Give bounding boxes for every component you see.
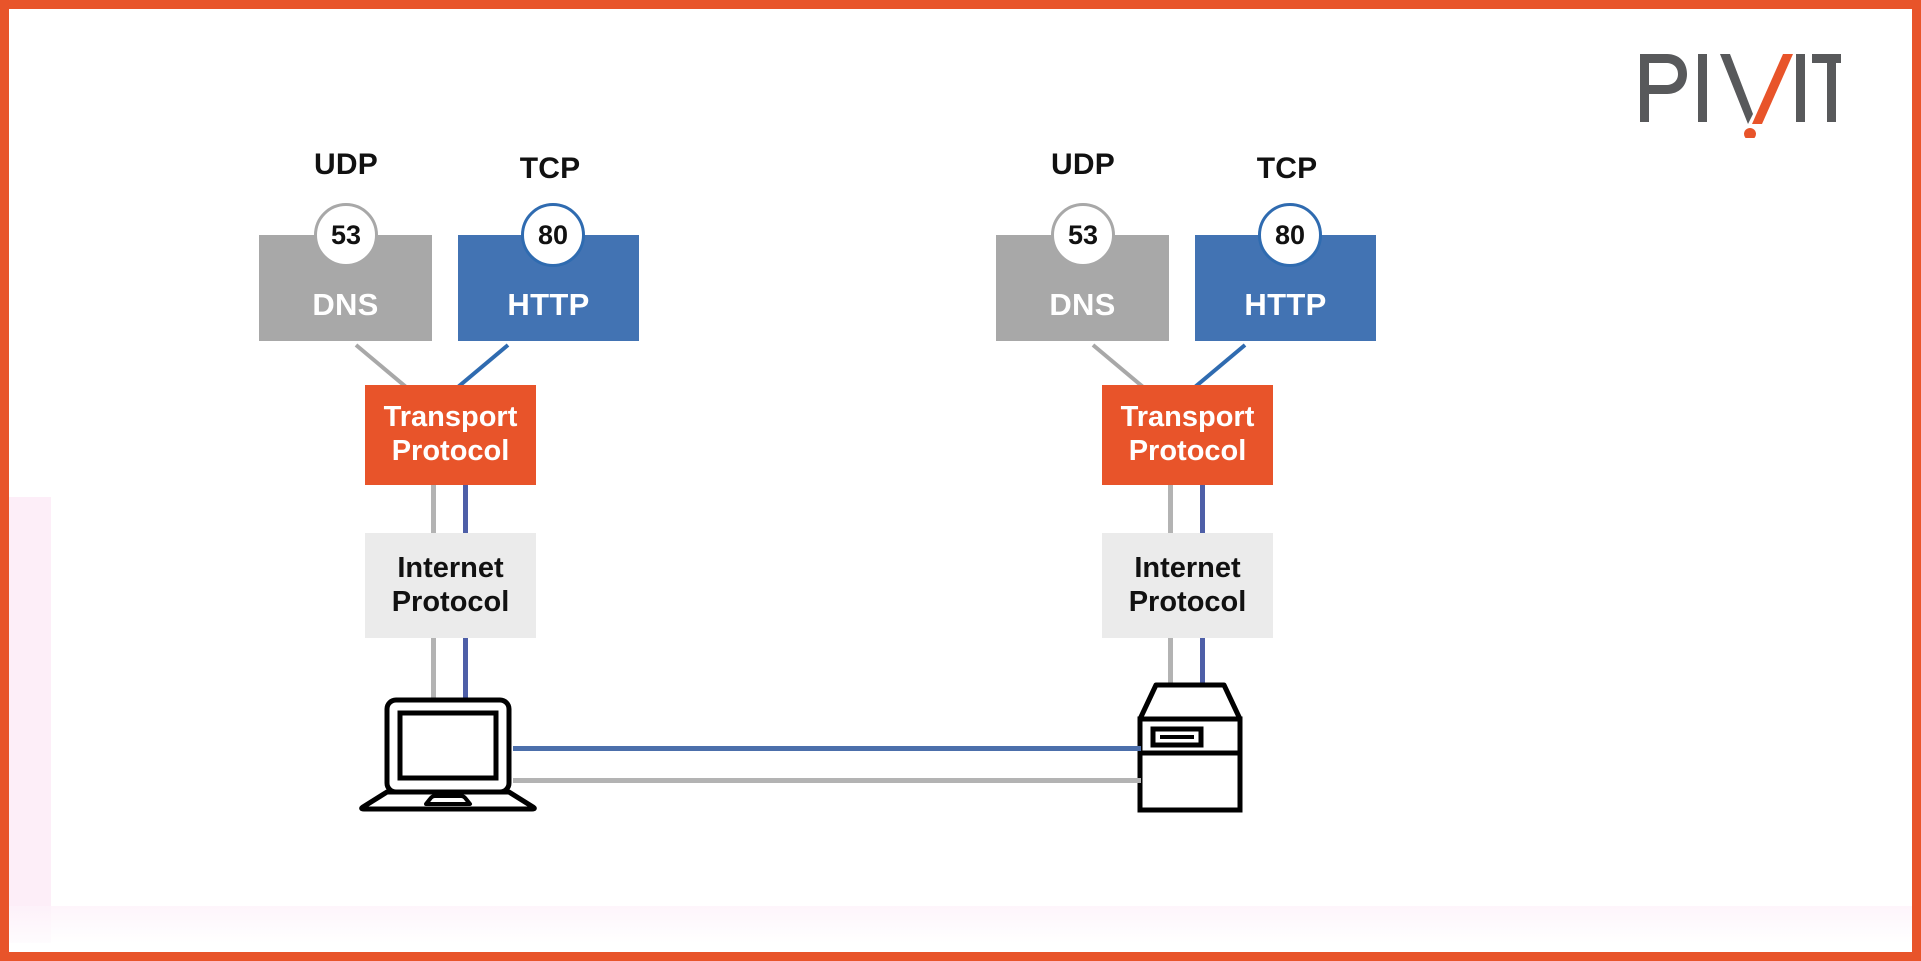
network-link-udp xyxy=(513,778,1141,783)
server-port-circle-80: 80 xyxy=(1258,203,1322,267)
client-transport-protocol-line2: Protocol xyxy=(391,435,510,467)
server-transport-protocol-line1: Transport xyxy=(1120,401,1255,434)
server-internet-protocol-line1: Internet xyxy=(1134,551,1241,584)
client-internet-protocol-line1: Internet xyxy=(397,551,504,584)
network-link-tcp xyxy=(513,746,1141,751)
client-port-circle-53: 53 xyxy=(314,203,378,267)
server-app-name-dns: DNS xyxy=(1049,287,1116,322)
pivit-logo-mark xyxy=(1640,54,1841,138)
server-port-circle-53: 53 xyxy=(1051,203,1115,267)
client-internet-protocol-box[interactable]: Internet Protocol xyxy=(365,533,536,638)
client-transport-protocol-line1: Transport xyxy=(383,401,518,434)
client-udp-internet-device-line xyxy=(431,638,436,704)
server-udp-transport-internet-line xyxy=(1168,485,1173,550)
laptop-icon xyxy=(359,697,537,812)
server-app-name-http: HTTP xyxy=(1244,287,1327,322)
canvas-background xyxy=(9,9,1912,952)
client-app-name-http: HTTP xyxy=(507,287,590,322)
server-device-rack[interactable] xyxy=(1136,680,1246,815)
server-tcp-transport-internet-line xyxy=(1200,485,1205,550)
server-internet-protocol-line2: Protocol xyxy=(1128,585,1247,618)
client-tcp-transport-internet-line xyxy=(463,485,468,550)
server-icon xyxy=(1137,682,1243,813)
client-udp-label: UDP xyxy=(314,148,378,181)
client-device-laptop[interactable] xyxy=(358,697,538,812)
server-tcp-label: TCP xyxy=(1256,152,1318,185)
server-transport-protocol-line2: Protocol xyxy=(1128,435,1247,467)
background-tint-bottom xyxy=(9,906,1912,943)
client-internet-protocol-line2: Protocol xyxy=(391,585,510,618)
client-udp-transport-internet-line xyxy=(431,485,436,550)
server-tcp-internet-device-line xyxy=(1200,638,1205,690)
client-tcp-internet-device-line xyxy=(463,638,468,704)
server-udp-internet-device-line xyxy=(1168,638,1173,690)
client-app-box-http[interactable]: HTTP xyxy=(458,235,639,341)
client-app-name-dns: DNS xyxy=(312,287,379,322)
client-tcp-label: TCP xyxy=(519,152,581,185)
background-tint-left xyxy=(9,497,51,943)
client-port-circle-80: 80 xyxy=(521,203,585,267)
server-udp-label: UDP xyxy=(1051,148,1115,181)
pivit-logo xyxy=(1636,52,1841,138)
server-transport-protocol-box[interactable]: Transport Protocol xyxy=(1102,385,1273,485)
server-internet-protocol-box[interactable]: Internet Protocol xyxy=(1102,533,1273,638)
client-transport-protocol-box[interactable]: Transport Protocol xyxy=(365,385,536,485)
